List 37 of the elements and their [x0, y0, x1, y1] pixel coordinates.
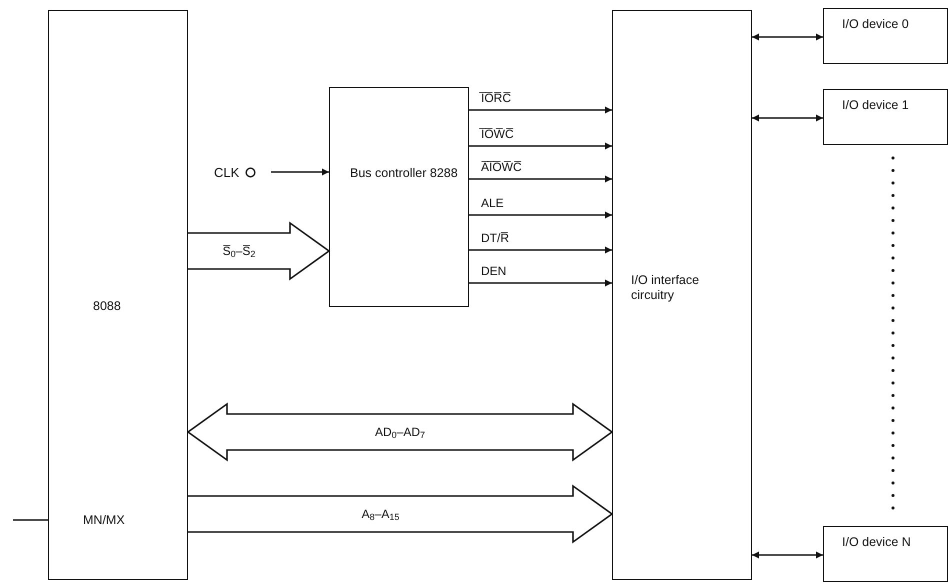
block-label: I/O device N [842, 535, 912, 550]
signal-label: I̅O̅W̅C̅ [480, 127, 515, 141]
processor-block [48, 10, 188, 580]
bus-arrow [187, 484, 614, 544]
arrow [469, 246, 612, 254]
device-box [823, 526, 948, 582]
block-label: 8088 [93, 299, 122, 314]
bus-arrow [187, 221, 330, 281]
block-label: I/O device 0 [842, 17, 910, 32]
device-box [823, 89, 948, 145]
arrow [752, 114, 823, 122]
arrow [752, 34, 823, 40]
block-label: I/O device 1 [842, 98, 910, 113]
signal-label: ALE [480, 196, 505, 210]
bus-label: A$_{8}$–A$_{15}$ [362, 508, 400, 520]
pin-label: MN/MX [83, 513, 126, 528]
arrow [469, 280, 612, 286]
arrow [469, 176, 612, 182]
interface-block [612, 10, 752, 580]
bus-arrow [186, 402, 614, 462]
arrow [271, 168, 329, 176]
signal-label: DT/R̅ [480, 231, 510, 245]
block-label: I/O interface circuitry [631, 273, 700, 303]
signal-label: A̅I̅O̅W̅C̅ [480, 160, 523, 174]
signal-label: DEN [480, 264, 508, 278]
clock-label: CLK [214, 166, 240, 178]
arrow [469, 212, 612, 218]
pin-line [13, 519, 48, 521]
arrow [469, 106, 612, 114]
bus-label: AD$_{0}$–AD$_{7}$ [374, 426, 426, 438]
bus-label: S̅$_{0}$–S̅$_{2}$ [222, 245, 256, 257]
device-box [823, 8, 948, 64]
arrow [752, 552, 823, 558]
arrow [469, 142, 612, 150]
block-label: Bus controller 8288 [350, 166, 459, 181]
signal-label: I̅O̅R̅C̅ [480, 91, 512, 105]
controller-block [329, 87, 469, 307]
